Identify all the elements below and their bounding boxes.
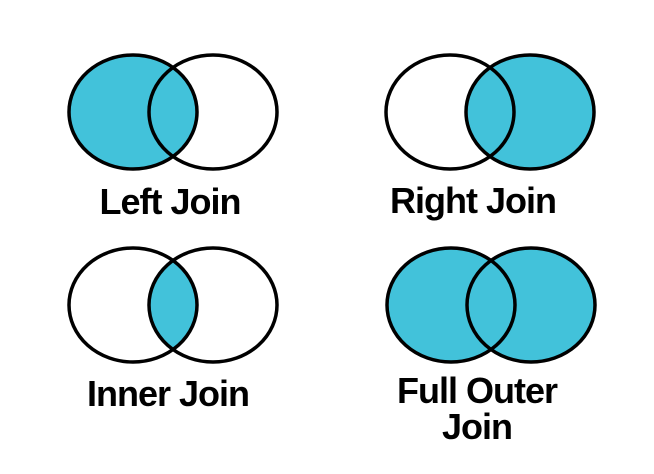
inner-join-left-circle-outline xyxy=(67,246,199,364)
right-join-left-circle-outline xyxy=(384,53,516,171)
full-outer-join-outlines xyxy=(385,246,597,364)
venn-right-join: Right Join xyxy=(384,53,596,221)
inner-join-right-circle-outline xyxy=(147,246,279,364)
right-join-right-circle-outline xyxy=(464,53,596,171)
right-join-label: Right Join xyxy=(390,180,556,221)
venn-left-join: Left Join xyxy=(67,53,279,222)
left-join-shaded-left-circle xyxy=(69,55,197,169)
right-join-outlines xyxy=(384,53,596,171)
full-outer-join-left-circle-outline xyxy=(385,246,517,364)
inner-join-outlines xyxy=(67,246,279,364)
left-join-label: Left Join xyxy=(100,181,241,222)
full-outer-join-label-line1: Full Outer xyxy=(397,370,558,411)
full-outer-join-right-circle-outline xyxy=(465,246,597,364)
venn-full-outer-join: Full Outer Join xyxy=(385,246,597,447)
left-join-right-circle-outline xyxy=(147,53,279,171)
full-outer-join-shaded-right-circle xyxy=(467,248,595,362)
left-join-left-circle-outline xyxy=(67,53,199,171)
right-join-shaded-right-circle xyxy=(466,55,594,169)
left-join-outlines xyxy=(67,53,279,171)
full-outer-join-label-line2: Join xyxy=(442,406,512,447)
inner-join-label: Inner Join xyxy=(87,373,249,414)
inner-join-shaded-intersection xyxy=(149,248,197,362)
venn-inner-join: Inner Join xyxy=(67,246,279,414)
